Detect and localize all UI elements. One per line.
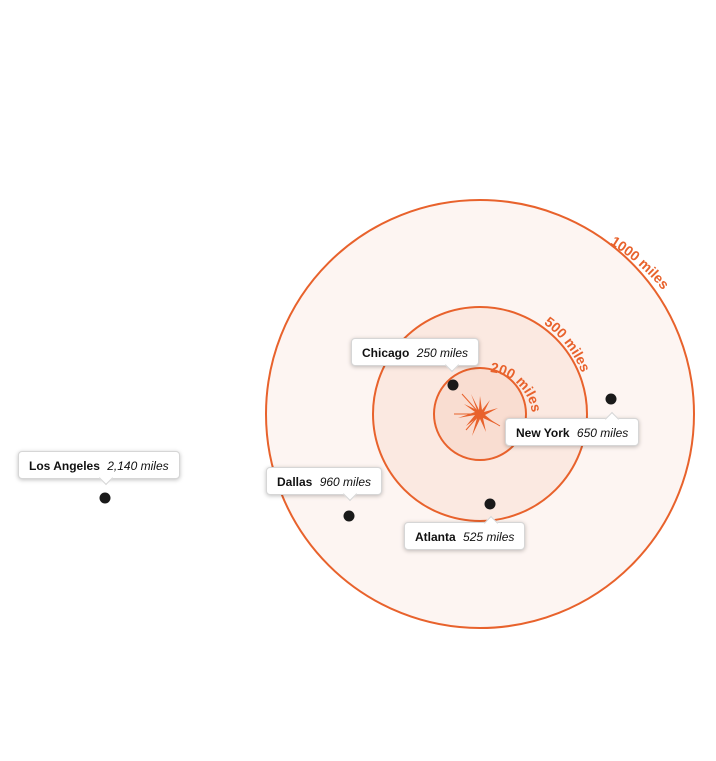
epicenter-burst-icon bbox=[454, 393, 501, 436]
city-distance: 250 miles bbox=[416, 346, 469, 360]
city-distance: 960 miles bbox=[319, 475, 372, 489]
city-name: New York bbox=[516, 426, 570, 440]
callout-chicago[interactable]: Chicago 250 miles bbox=[351, 338, 480, 366]
city-distance: 650 miles bbox=[576, 426, 629, 440]
city-distance: 2,140 miles bbox=[107, 459, 169, 473]
city-marker-chicago[interactable] bbox=[447, 379, 459, 391]
city-marker-dallas[interactable] bbox=[343, 510, 355, 522]
city-name: Atlanta bbox=[415, 530, 456, 544]
callout-new-york[interactable]: New York 650 miles bbox=[505, 418, 640, 446]
city-distance: 525 miles bbox=[463, 530, 515, 544]
callout-los-angeles[interactable]: Los Angeles 2,140 miles bbox=[18, 451, 180, 479]
callout-dallas[interactable]: Dallas 960 miles bbox=[266, 467, 383, 495]
city-marker-los-angeles[interactable] bbox=[99, 492, 111, 504]
callout-atlanta[interactable]: Atlanta 525 miles bbox=[404, 522, 526, 550]
city-marker-new-york[interactable] bbox=[605, 393, 617, 405]
city-name: Los Angeles bbox=[29, 459, 100, 473]
city-name: Chicago bbox=[362, 346, 410, 360]
city-name: Dallas bbox=[277, 475, 313, 489]
city-marker-atlanta[interactable] bbox=[484, 498, 496, 510]
